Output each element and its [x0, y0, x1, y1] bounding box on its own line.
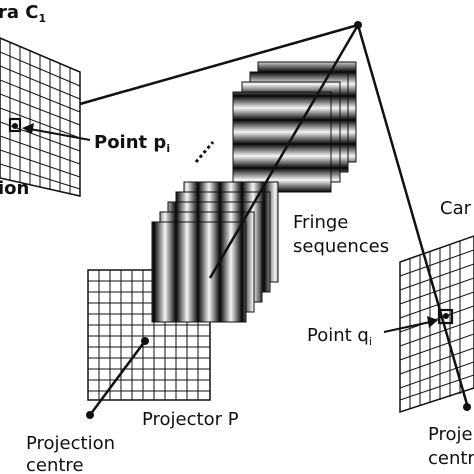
camera-c2-label: Car	[440, 198, 472, 219]
ray-object-to-c2	[356, 24, 470, 409]
camera-c1-grid	[0, 42, 81, 194]
left-cut-label: ion	[0, 178, 29, 199]
point-q-label: Point qi	[307, 325, 372, 348]
arrow-point-p	[22, 123, 91, 141]
camera-c2-image-plane	[399, 235, 474, 414]
projector-grid	[88, 270, 210, 400]
point-q-dot	[443, 313, 449, 319]
fringe-continuation-dashes	[194, 141, 215, 163]
rays	[79, 23, 470, 416]
ray-projection-centre	[88, 340, 147, 416]
fringe-stack-vertical	[151, 181, 279, 323]
camera-c2-centre-point	[463, 403, 471, 411]
projector-point	[141, 337, 149, 345]
point-p-dot	[12, 123, 18, 129]
fringe-frame	[232, 91, 332, 193]
projection-centre-label-line1: Projection	[26, 433, 115, 454]
fringe-sequences-label-line2: sequences	[293, 236, 389, 257]
point-p-marker	[8, 117, 22, 133]
right-cut-label-line1: Proje	[428, 424, 473, 445]
projection-centre-label-line2: centre	[26, 455, 84, 474]
camera-c1-image-plane	[0, 37, 81, 197]
projector-image-plane	[87, 269, 211, 401]
object-point	[354, 21, 362, 29]
point-q-marker	[437, 308, 454, 325]
point-p-label: Point pi	[94, 132, 170, 155]
projection-centre-point	[86, 411, 94, 419]
ray-c1-to-object	[79, 23, 359, 106]
ray-object-to-projector	[208, 24, 360, 279]
fringe-stack-horizontal	[232, 61, 357, 193]
projector-label: Projector P	[142, 409, 239, 430]
arrow-point-q	[383, 316, 438, 333]
fringe-frame	[151, 221, 247, 323]
right-cut-label-line2: centr	[428, 448, 474, 469]
camera-c1-label: ra C1	[0, 2, 46, 25]
fringe-sequences-label-line1: Fringe	[293, 212, 348, 233]
